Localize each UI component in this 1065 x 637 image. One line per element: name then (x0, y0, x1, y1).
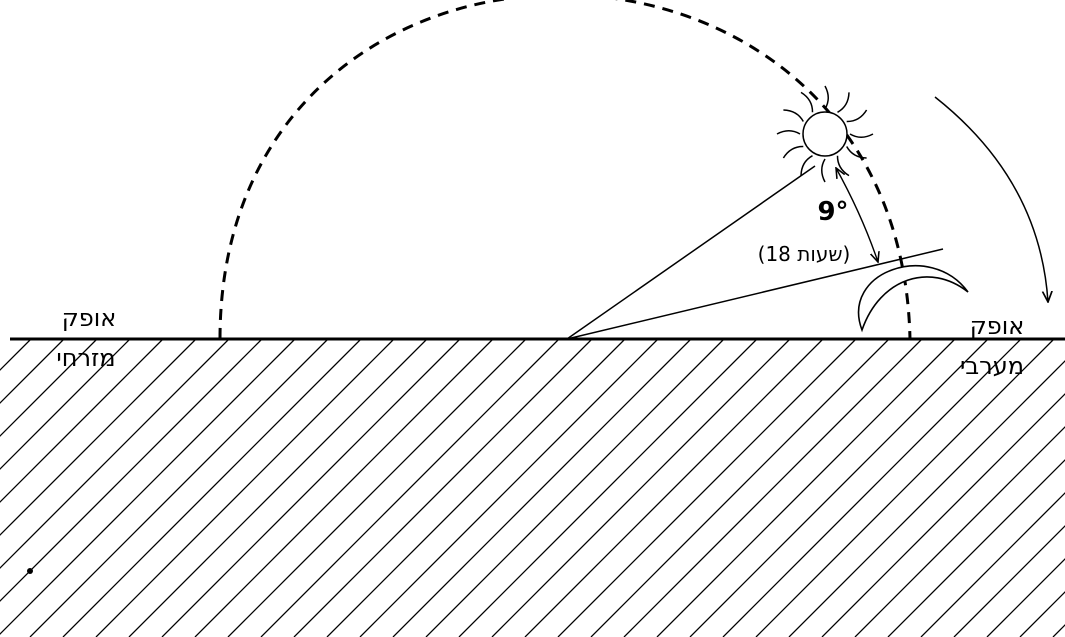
hatch-line (0, 339, 131, 470)
hatch-line (0, 339, 32, 371)
hatch-line (0, 339, 296, 635)
observer-dot (27, 568, 33, 574)
sun-ray (824, 85, 829, 110)
sun-ray (776, 130, 801, 135)
sun-ray (800, 155, 813, 176)
hatch-line (29, 339, 329, 637)
hatch-line (524, 339, 824, 637)
hatch-line (194, 339, 494, 637)
hatch-line (62, 339, 362, 637)
hatch-line (953, 525, 1065, 637)
hatch-line (788, 360, 1065, 637)
moon-sight-line (566, 248, 944, 340)
hatch-line (1052, 624, 1065, 637)
hatch-line (623, 339, 923, 637)
hatch-line (293, 339, 593, 637)
hatch-line (557, 339, 857, 637)
hatch-line (326, 339, 626, 637)
hatch-line (392, 339, 692, 637)
hatch-line (0, 339, 230, 569)
hatch-line (755, 339, 1055, 637)
angle-label: 9° (817, 197, 848, 227)
hatch-line (656, 339, 956, 637)
hatch-line (95, 339, 395, 637)
sun-ray (846, 109, 868, 123)
hatch-line (0, 339, 98, 437)
sun-ray (837, 92, 850, 113)
hatch-line (359, 339, 659, 637)
hatch-line (260, 339, 560, 637)
hatch-line (491, 339, 791, 637)
hatch-line (227, 339, 527, 637)
hatch-line (0, 339, 263, 602)
hatch-line (722, 339, 1022, 637)
hatch-line (0, 339, 164, 503)
hatch-line (920, 492, 1065, 637)
sun-icon (776, 85, 874, 183)
hatch-line (0, 339, 65, 404)
east-horizon-label-line2: מזרחי (56, 344, 115, 372)
ground-hatching (0, 339, 1065, 637)
sun-sight-line (566, 165, 816, 340)
hatch-line (425, 339, 725, 637)
hatch-line (0, 339, 197, 536)
rotation-arrow (934, 96, 1048, 302)
hatch-line (689, 339, 989, 637)
hatch-line (590, 339, 890, 637)
sun-path-arc (218, 0, 912, 340)
sun-ray (782, 145, 804, 159)
sun-ray (800, 91, 814, 113)
hatch-line (821, 393, 1065, 637)
crescent-moon-icon (857, 265, 969, 333)
hatch-line (854, 426, 1065, 637)
east-horizon-label-line1: אופק (62, 304, 117, 332)
sun-ray (849, 133, 874, 138)
angle-arrow (836, 168, 878, 262)
sun-ray (836, 155, 850, 177)
sun-ray (783, 109, 804, 122)
west-horizon-label-line1: אופק (970, 312, 1025, 340)
sun-ray (846, 146, 867, 159)
hatch-line (128, 339, 428, 637)
hatch-line (458, 339, 758, 637)
west-horizon-label-line2: מערבי (960, 352, 1024, 380)
hatch-line (986, 558, 1065, 637)
sun-ray (821, 158, 826, 183)
hatch-line (161, 339, 461, 637)
hatch-line (887, 459, 1065, 637)
time-label: (18 שעות) (758, 242, 851, 266)
